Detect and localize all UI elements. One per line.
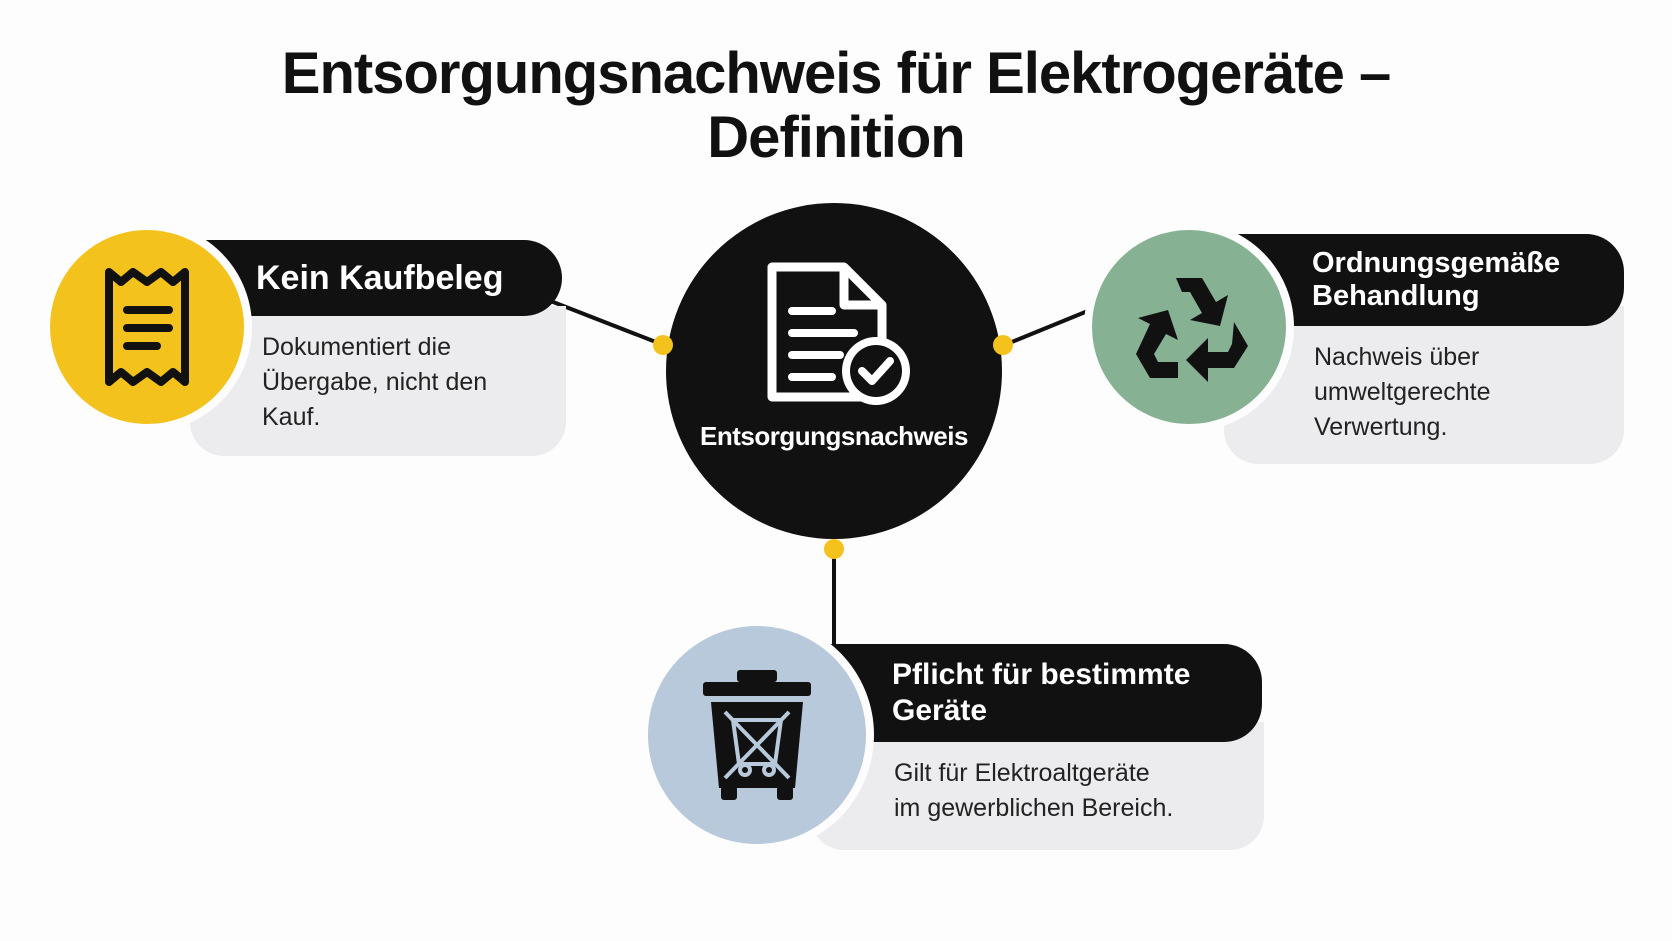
connector-dot-left [653, 335, 673, 355]
node-pflicht-heading: Pflicht für bestimmte Geräte [892, 657, 1190, 729]
description-line: Nachweis über [1314, 343, 1480, 371]
center-hub: Entsorgungsnachweis [666, 203, 1002, 539]
node-kein-kaufbeleg-description: Dokumentiert die Übergabe, nicht den Kau… [262, 330, 487, 435]
node-pflicht-description-box: Gilt für Elektroaltgeräte im gewerbliche… [810, 722, 1264, 850]
description-line: Gilt für Elektroaltgeräte [894, 759, 1150, 787]
node-behandlung-header: Ordnungsgemäße Behandlung [1224, 234, 1624, 326]
node-pflicht-circle [640, 618, 874, 852]
description-line: Verwertung. [1314, 413, 1448, 441]
recycle-icon [1136, 278, 1248, 382]
heading-line: Geräte [892, 694, 988, 727]
node-kein-kaufbeleg-circle [42, 222, 252, 432]
node-kein-kaufbeleg-description-box: Dokumentiert die Übergabe, nicht den Kau… [190, 306, 566, 456]
heading-line: Ordnungsgemäße [1312, 247, 1561, 279]
center-label: Entsorgungsnachweis [700, 421, 968, 451]
node-behandlung-heading: Ordnungsgemäße Behandlung [1312, 247, 1560, 313]
description-line: im gewerblichen Bereich. [894, 794, 1174, 822]
node-behandlung-description: Nachweis über umweltgerechte Verwertung. [1314, 340, 1490, 445]
connector-right [1001, 304, 1101, 348]
connector-left [547, 298, 667, 348]
description-line: Übergabe, nicht den [262, 368, 488, 396]
title-line-2: Definition [707, 105, 965, 170]
heading-line: Behandlung [1312, 280, 1480, 312]
node-behandlung-circle [1084, 222, 1294, 432]
connector-dot-bottom [824, 539, 844, 559]
node-pflicht-description: Gilt für Elektroaltgeräte im gewerbliche… [894, 756, 1173, 826]
node-kein-kaufbeleg-header: Kein Kaufbeleg [190, 240, 562, 316]
heading-line: Pflicht für bestimmte [892, 658, 1191, 691]
description-line: umweltgerechte [1314, 378, 1491, 406]
crossed-out-bin-icon [703, 670, 811, 800]
description-line: Dokumentiert die [262, 333, 451, 361]
node-kein-kaufbeleg-heading: Kein Kaufbeleg [256, 258, 504, 297]
description-line: Kauf. [262, 403, 321, 431]
receipt-icon [105, 268, 189, 386]
document-check-icon [767, 262, 910, 405]
node-pflicht-header: Pflicht für bestimmte Geräte [810, 644, 1262, 742]
connector-dot-right [993, 335, 1013, 355]
page-title: Entsorgungsnachweis für Elektrogeräte – … [0, 42, 1672, 170]
title-line-1: Entsorgungsnachweis für Elektrogeräte – [281, 41, 1391, 106]
